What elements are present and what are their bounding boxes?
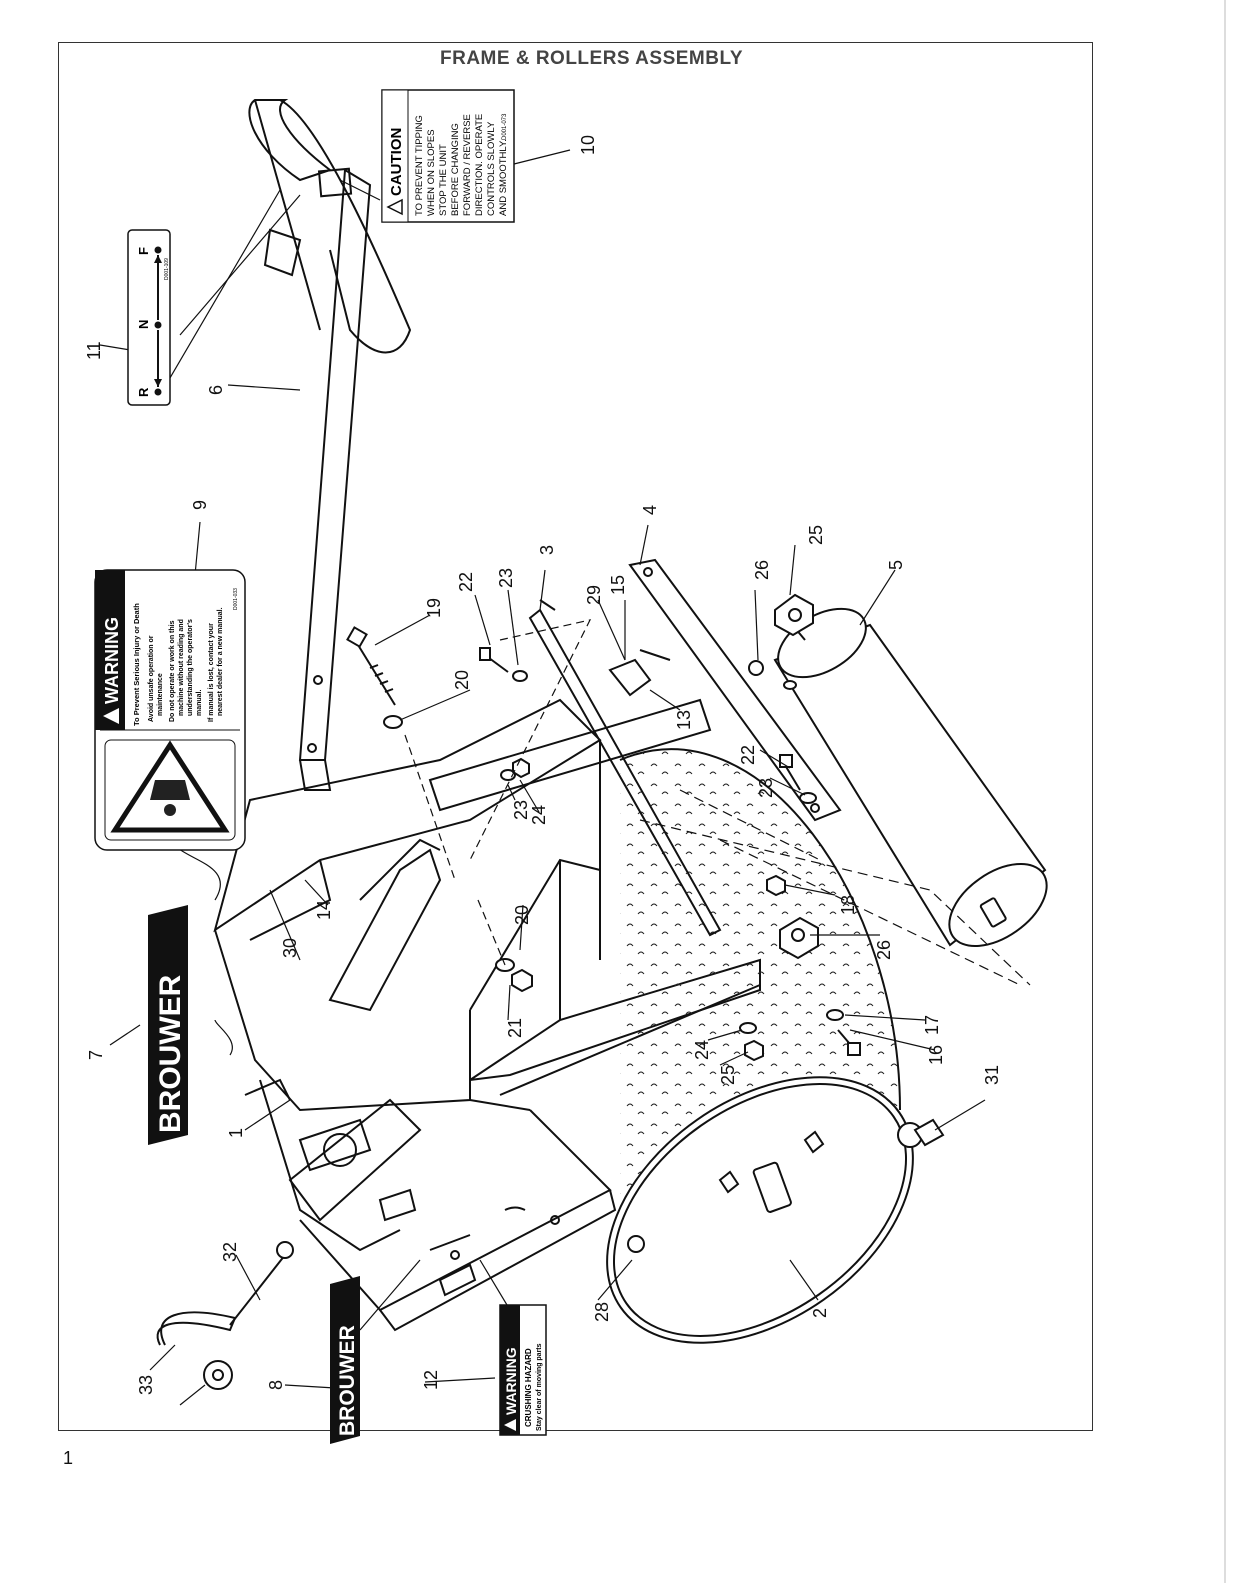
callout-21: 21: [505, 1018, 525, 1038]
callout-20: 20: [452, 670, 472, 690]
callout-10: 10: [578, 135, 598, 155]
direction-f: F: [136, 247, 151, 255]
drum-roller: [606, 748, 923, 1344]
side-rail: [528, 599, 722, 937]
callout-32: 33: [136, 1375, 156, 1395]
callout-4: 4: [640, 505, 660, 515]
caution-code: D001-073: [502, 113, 508, 140]
caution-line-4: BEFORE CHANGING: [450, 123, 461, 216]
brand-decal-small: BROUWER: [330, 1276, 360, 1444]
callout-11: 11: [84, 341, 104, 360]
warning-line-3: maintenance: [157, 673, 164, 716]
crush-warning-line-1: CRUSHING HAZARD: [524, 1348, 533, 1427]
callout-13: 13: [674, 710, 694, 730]
callout-8: 8: [266, 1380, 286, 1390]
callout-25: 25: [806, 525, 826, 545]
callout-31: 32: [220, 1242, 240, 1262]
callout-25b: 26: [874, 940, 894, 960]
callout-26b: 28: [592, 1302, 612, 1322]
callout-3: 3: [537, 545, 557, 555]
caution-heading: CAUTION: [388, 128, 405, 196]
scraper-bar: [628, 558, 842, 822]
warning-hazard-icon: [104, 739, 236, 841]
callout-numbers: 1 2 3 4 5 6 7 8 9 10 11 12 13 14 15 16 1…: [84, 135, 1002, 1395]
callout-5: 5: [886, 560, 906, 570]
callout-6: 6: [206, 385, 226, 395]
leader-lines: [99, 149, 1031, 1406]
caution-line-8: AND SMOOTHLY.: [498, 139, 509, 216]
callout-15: 15: [608, 575, 628, 595]
callout-22: 22: [456, 572, 476, 592]
caution-line-7: CONTROLS SLOWLY: [486, 121, 497, 216]
scan-edge: [1224, 0, 1226, 1583]
drawing-frame: [58, 42, 1093, 1431]
caution-line-2: WHEN ON SLOPES: [426, 129, 437, 216]
caution-line-5: FORWARD / REVERSE: [462, 114, 473, 216]
warning-line-7: manual.: [196, 689, 203, 716]
caution-line-3: STOP THE UNIT: [438, 144, 449, 216]
brand-decal-large: BROUWER: [148, 905, 188, 1145]
callout-7: 7: [86, 1050, 106, 1060]
fasteners: [156, 593, 945, 1390]
direction-decal: R N F D001-109: [127, 229, 171, 406]
warning-line-9: nearest dealer for a new manual.: [217, 607, 224, 716]
callout-12: 12: [421, 1370, 441, 1390]
callout-24: 24: [529, 805, 549, 825]
callout-30: 31: [982, 1065, 1002, 1085]
caution-line-6: DIRECTION. OPERATE: [474, 114, 485, 216]
callout-18: 18: [838, 895, 858, 915]
handle-assembly: [248, 99, 412, 791]
brand-label-small: BROUWER: [336, 1325, 359, 1436]
callout-14: 14: [314, 900, 334, 920]
callout-23b: 23: [756, 778, 776, 798]
callout-23: 23: [496, 568, 516, 588]
callout-9: 9: [190, 500, 210, 510]
callout-23d: 24: [692, 1040, 712, 1060]
warning-code: D001-033: [233, 588, 239, 610]
callout-23c: 23: [511, 800, 531, 820]
callout-1: 1: [226, 1128, 246, 1138]
warning-line-4: Do not operate or work on this: [169, 620, 176, 722]
warning-line-8: If manual is lost, contact your: [208, 623, 215, 722]
warning-line-6: understanding the operator's: [187, 619, 194, 716]
brand-label-large: BROUWER: [154, 974, 187, 1133]
caution-line-1: TO PREVENT TIPPING: [414, 115, 425, 216]
warning-decal: WARNING To Prevent Serious Injury or Dea…: [94, 569, 246, 851]
direction-code: D001-109: [164, 258, 170, 280]
callout-2: 2: [810, 1308, 830, 1318]
warning-heading: WARNING: [102, 617, 122, 704]
page-title: FRAME & ROLLERS ASSEMBLY: [440, 48, 744, 69]
crush-warning-decal: WARNING CRUSHING HAZARD Stay clear of mo…: [499, 1304, 547, 1436]
callout-24b: 25: [718, 1065, 738, 1085]
callout-22b: 22: [738, 745, 758, 765]
warning-line-1: To Prevent Serious Injury or Death: [132, 603, 141, 726]
callout-17: 17: [922, 1015, 942, 1035]
callout-28: 29: [584, 585, 604, 605]
direction-n: N: [136, 320, 151, 329]
page-number: 1: [63, 1448, 74, 1468]
crush-warning-heading: WARNING: [503, 1347, 519, 1415]
direction-r: R: [136, 387, 151, 397]
warning-line-5: machine without reading and: [178, 619, 185, 716]
callout-26: 26: [752, 560, 772, 580]
callout-16: 16: [926, 1045, 946, 1065]
warning-line-2: Avoid unsafe operation or: [148, 635, 155, 722]
caution-decal: CAUTION TO PREVENT TIPPING WHEN ON SLOPE…: [381, 89, 515, 223]
callout-20b: 20: [512, 905, 532, 925]
crush-warning-line-2: Stay clear of moving parts: [536, 1343, 543, 1431]
callout-19: 19: [424, 598, 444, 618]
callout-29: 30: [280, 938, 300, 958]
